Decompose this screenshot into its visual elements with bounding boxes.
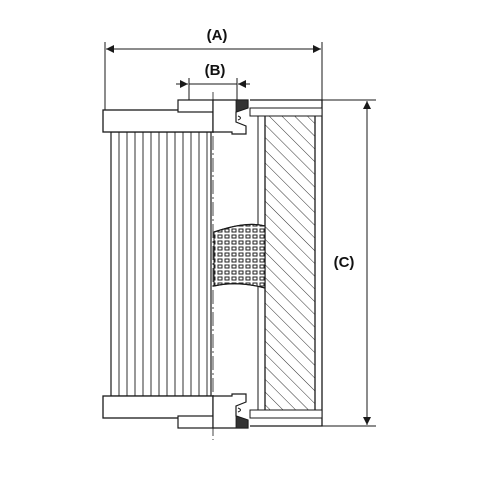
core-mesh-edge-top (213, 223, 266, 233)
pleated-media (110, 131, 212, 397)
media-section (249, 99, 323, 427)
top-cap-groove (237, 115, 241, 121)
bottom-cap-groove (237, 407, 241, 413)
pleat-lines (118, 132, 208, 396)
dimension-a: (A) (104, 27, 323, 110)
pleat-body (110, 131, 212, 397)
bottom-end-cap (102, 393, 249, 429)
perforated-core (213, 223, 266, 289)
top-end-cap (102, 99, 249, 135)
media-bottom-lip (249, 409, 323, 419)
top-cap-neck (177, 99, 214, 113)
dim-c-label: (C) (334, 254, 355, 271)
media-top-lip (249, 107, 323, 117)
dim-a-label: (A) (207, 27, 228, 44)
dimension-b: (B) (176, 62, 250, 102)
bottom-cap-neck (177, 415, 214, 429)
dim-b-label: (B) (205, 62, 226, 79)
top-cap-flange (102, 109, 214, 133)
media-outer-frame (250, 99, 323, 427)
top-cap-oring (235, 99, 249, 113)
core-mesh-edge-bottom (213, 283, 266, 289)
bottom-cap-oring (235, 415, 249, 429)
media-hatched (264, 111, 316, 417)
bottom-cap-flange (102, 395, 214, 419)
dimension-c: (C) (322, 99, 376, 427)
core-mesh (213, 223, 266, 289)
